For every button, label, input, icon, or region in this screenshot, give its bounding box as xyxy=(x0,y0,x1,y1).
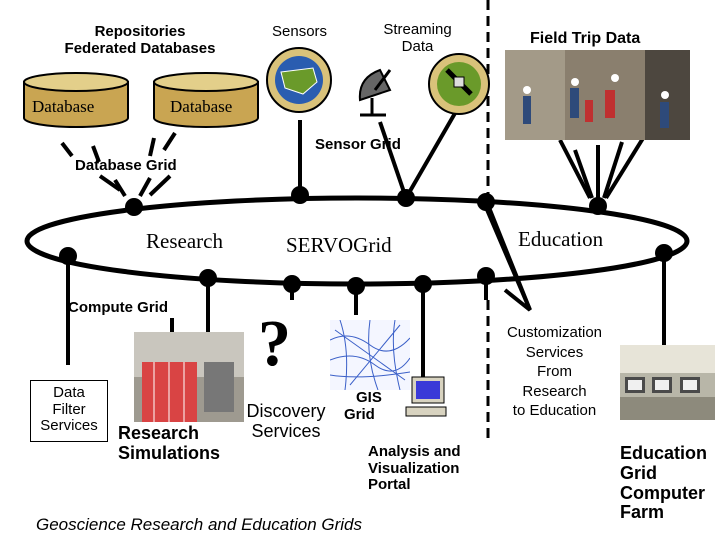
computer-farm-photo xyxy=(620,345,715,420)
database-left-label: Database xyxy=(32,97,95,116)
sensor-grid-label: Sensor Grid xyxy=(315,136,401,153)
compute-photo xyxy=(134,332,244,422)
field-trip-spokes xyxy=(558,133,647,200)
field-trip-label: Field Trip Data xyxy=(530,30,641,47)
data-filter-box xyxy=(30,380,108,442)
servogrid-label: SERVOGrid xyxy=(286,233,392,257)
education-label: Education xyxy=(518,227,604,251)
sensors-label: Sensors xyxy=(272,23,328,40)
ring-nodes xyxy=(59,186,673,295)
research-label: Research xyxy=(146,229,223,253)
satellite-icon xyxy=(428,53,490,115)
database-grid-spokes xyxy=(60,131,177,198)
sensor-globe-icon xyxy=(266,47,332,113)
caption: Geoscience Research and Education Grids xyxy=(36,515,363,534)
gis-map-image xyxy=(330,320,410,390)
question-mark: ? xyxy=(258,307,291,380)
database-cylinder-icon xyxy=(23,72,259,128)
satellite-dish-icon xyxy=(358,68,392,117)
field-trip-photo xyxy=(505,50,690,140)
compute-grid-label: Compute Grid xyxy=(68,299,168,316)
database-right-label: Database xyxy=(170,97,233,116)
database-grid-label: Database Grid xyxy=(75,157,177,174)
computer-monitor-icon xyxy=(405,376,447,417)
